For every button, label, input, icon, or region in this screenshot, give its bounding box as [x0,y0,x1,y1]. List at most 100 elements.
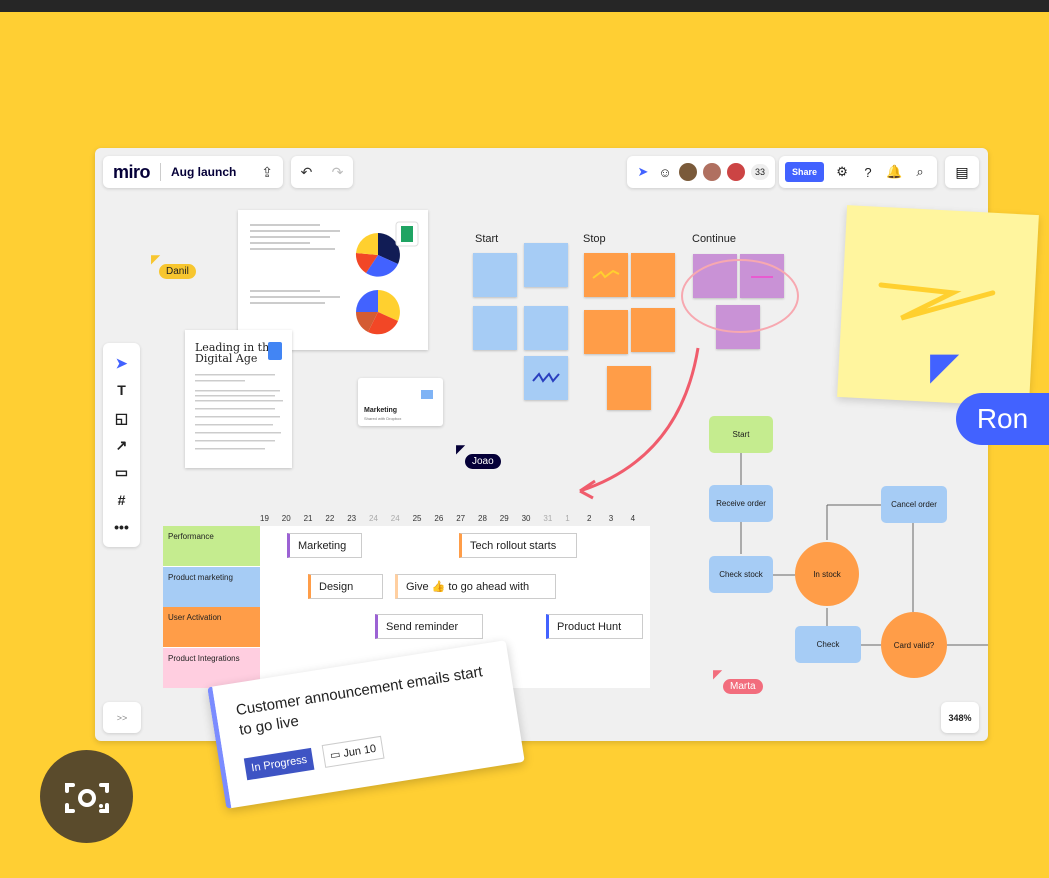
flow-node-card-valid[interactable]: Card valid? [881,612,947,678]
flow-node-in-stock[interactable]: In stock [795,542,859,606]
lens-camera-button[interactable] [40,750,133,843]
collaborators-panel: ➤ ☺ 33 [627,156,775,188]
spreadsheet-document[interactable] [238,210,428,350]
select-icon[interactable]: ➤ [115,354,128,371]
timeline-bar[interactable]: Design [308,574,383,599]
avatar[interactable] [727,163,745,181]
file-card-subtitle: Shared with Dropbox [364,416,402,421]
undo-redo-panel: ↶ ↷ [291,156,353,188]
sticky-note-icon[interactable]: ◱ [114,409,129,426]
timeline-day: 4 [630,514,636,523]
cursor-pointer-icon: ◤ [456,442,466,456]
cursor-label-joao: Joao [465,454,501,469]
doc-title-line: Digital Age [195,352,258,365]
sticky-note[interactable] [740,254,784,298]
file-card-title: Marketing [364,407,398,414]
large-sticky-note[interactable] [837,205,1039,407]
help-icon[interactable]: ? [864,164,872,180]
timeline-bar[interactable]: Give 👍 to go ahead with [395,574,556,599]
timeline-day: 21 [303,514,313,523]
status-badge[interactable]: In Progress [243,747,315,781]
miro-board[interactable]: miro Aug launch ⇪ ↶ ↷ ➤ ☺ 33 Share ⚙ ? 🔔… [95,148,988,741]
flow-node-check-stock[interactable]: Check stock [709,556,773,593]
share-button[interactable]: Share [785,162,825,182]
settings-sliders-icon[interactable]: ⚙ [836,164,848,179]
timeline-day: 23 [347,514,357,523]
timeline-day: 28 [478,514,487,523]
timeline-day: 24 [390,514,400,523]
retro-heading-start: Start [475,233,499,245]
flow-node-start[interactable]: Start [709,416,773,453]
cursor-label-danil: Danil [159,264,196,279]
sticky-note[interactable] [473,253,517,297]
timeline-row-label[interactable]: User Activation [163,607,260,647]
sticky-note[interactable] [524,356,568,400]
timeline-day: 29 [499,514,509,523]
file-card[interactable]: Marketing Shared with Dropbox [358,378,443,426]
sticky-note[interactable] [524,243,568,287]
camera-icon [64,782,109,813]
docs-icon [268,342,282,360]
cursor-pointer-icon: ◤ [930,346,960,388]
more-icon[interactable]: ••• [114,519,129,536]
flow-node-cancel-order[interactable]: Cancel order [881,486,947,523]
sticky-note[interactable] [473,306,517,350]
timeline-bar[interactable]: Product Hunt [546,614,643,639]
timeline-day: 30 [521,514,531,523]
timeline-day: 24 [369,514,378,523]
sticky-note[interactable] [631,253,675,297]
sticky-note[interactable] [584,310,628,354]
doc-preview-lines [195,374,283,450]
scribble-icon [751,276,773,278]
flow-node-receive-order[interactable]: Receive order [709,485,773,522]
undo-icon[interactable]: ↶ [300,163,313,180]
miro-logo[interactable]: miro [113,161,151,182]
retro-heading-stop: Stop [583,233,606,245]
timeline-bar[interactable]: Send reminder [375,614,483,639]
timeline-bar[interactable]: Marketing [287,533,362,558]
upload-icon[interactable]: ⇪ [261,163,273,180]
due-date[interactable]: ▭ Jun 10 [321,735,385,768]
comment-icon[interactable]: ▭ [114,464,129,481]
zoom-level[interactable]: 348% [941,702,979,733]
scribble-icon [878,282,996,321]
timeline-day: 3 [608,514,614,523]
frame-icon[interactable]: # [117,491,126,508]
timeline-day: 2 [587,514,592,523]
due-date-text: Jun 10 [342,742,378,760]
bell-icon[interactable]: 🔔 [886,164,903,179]
redo-icon[interactable]: ↷ [331,163,344,180]
avatar[interactable] [703,163,721,181]
divider [160,163,162,181]
sticky-note[interactable] [631,308,675,352]
cursor-label-ron: Ron [956,393,1049,445]
cursor-tool-icon[interactable]: ➤ [637,164,649,179]
cursor-label-marta: Marta [723,679,763,694]
timeline-day: 20 [281,514,291,523]
board-actions-panel: Share ⚙ ? 🔔 ⌕ [779,156,937,188]
flow-node-check[interactable]: Check [795,626,861,663]
sticky-note[interactable] [524,306,568,350]
text-document[interactable]: Leading in th Digital Age [185,330,292,468]
avatar[interactable] [679,163,697,181]
status-bar [0,0,1049,12]
scribble-icon [592,269,620,279]
timeline-bar[interactable]: Tech rollout starts [459,533,577,558]
timeline-day: 1 [565,514,570,523]
board-header: miro Aug launch ⇪ [103,156,283,188]
text-icon[interactable]: T [117,382,126,399]
add-reaction-icon[interactable]: ☺ [658,164,672,180]
sticky-note[interactable] [607,366,651,410]
timeline-day: 25 [412,514,422,523]
notes-icon[interactable]: ▤ [945,156,979,188]
sticky-note[interactable] [716,305,760,349]
board-name[interactable]: Aug launch [171,165,237,179]
timeline-row-label[interactable]: Product marketing [163,567,260,607]
expand-panel-button[interactable]: >> [103,702,141,733]
collaborator-count[interactable]: 33 [751,164,770,180]
search-icon[interactable]: ⌕ [916,164,924,179]
arrow-icon[interactable]: ↗ [115,436,128,453]
timeline-row-label[interactable]: Performance [163,526,260,566]
timeline-day: 27 [456,514,466,523]
sticky-note[interactable] [584,253,628,297]
